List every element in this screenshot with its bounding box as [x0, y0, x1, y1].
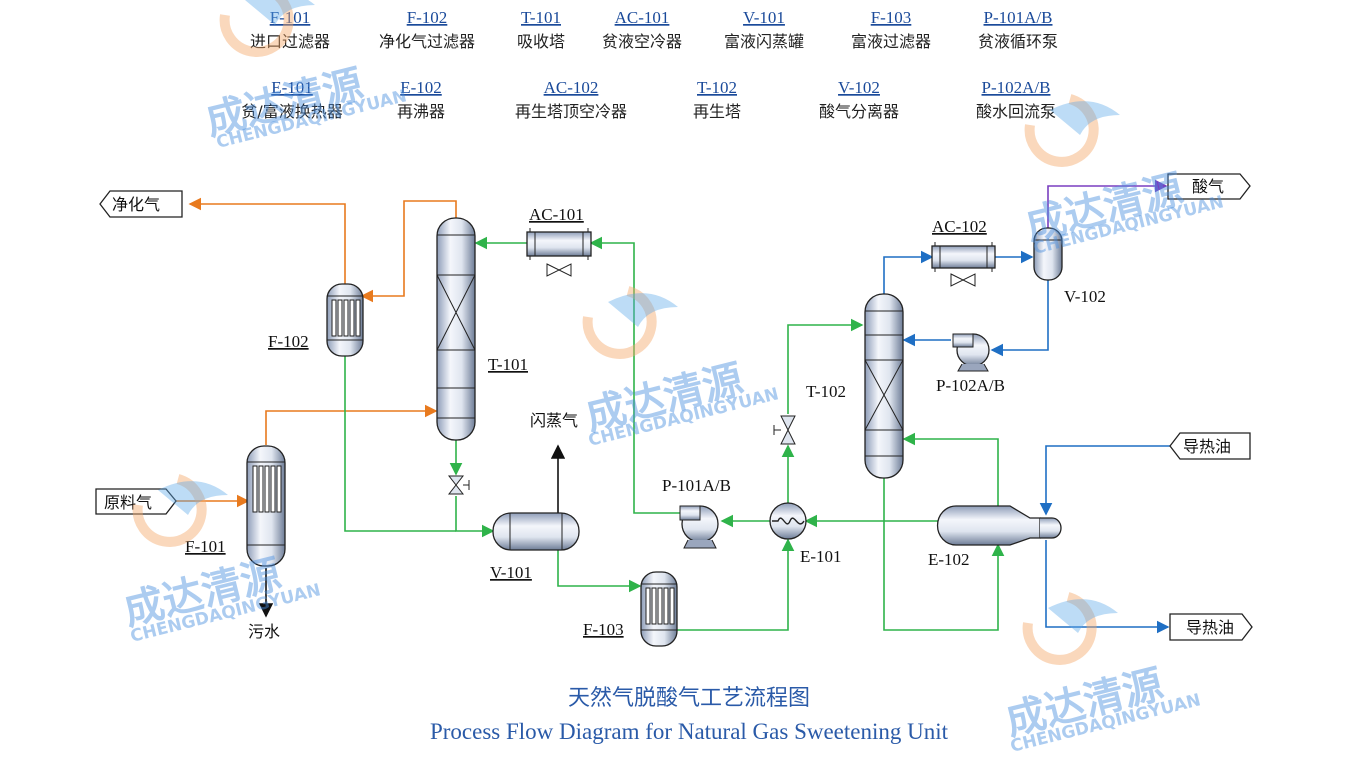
acid-gas-line: [1047, 179, 1168, 228]
f103-filter[interactable]: [640, 571, 678, 647]
v101-label: V-101: [490, 563, 532, 582]
legend-desc: 再生塔: [693, 102, 741, 121]
f102-drain-line: [344, 356, 456, 532]
legend-tag: V-102: [838, 78, 880, 97]
valve-to-v101-line: [455, 496, 495, 538]
t102-regenerator[interactable]: [864, 293, 904, 479]
e102-reboiler[interactable]: [936, 505, 1062, 546]
control-valve-t102[interactable]: [773, 415, 796, 445]
legend-tag: T-102: [697, 78, 737, 97]
heat-oil-in-line: [1039, 445, 1170, 516]
legend-desc: 富液闪蒸罐: [724, 32, 804, 51]
legend-tag: F-101: [270, 8, 311, 27]
p101-to-ac101-line: [589, 236, 680, 514]
t102-label: T-102: [806, 382, 846, 401]
legend-tag: P-101A/B: [984, 8, 1053, 27]
e101-label: E-101: [800, 547, 842, 566]
watermark-logo: [132, 0, 1120, 665]
f101-to-t101-gas-line: [265, 404, 438, 445]
v102-to-p102-line: [990, 278, 1049, 357]
ac101-label: AC-101: [529, 205, 584, 224]
valve-to-t102-line: [787, 318, 864, 414]
t101-absorber[interactable]: [436, 217, 476, 441]
legend-tag: AC-101: [615, 8, 670, 27]
legend-tag: F-102: [407, 8, 448, 27]
legend-tag: F-103: [871, 8, 912, 27]
legend-desc: 贫液循环泵: [978, 32, 1058, 51]
legend-tag: AC-102: [544, 78, 599, 97]
v102-label: V-102: [1064, 287, 1106, 306]
ac101-air-cooler[interactable]: [526, 228, 592, 277]
legend-desc: 进口过滤器: [250, 32, 330, 51]
f103-label: F-103: [583, 620, 624, 639]
title-chinese: 天然气脱酸气工艺流程图: [568, 686, 810, 711]
t102-bottom-to-e102-line: [883, 478, 1005, 631]
legend-desc: 贫/富液换热器: [241, 102, 342, 121]
legend-desc: 再生塔顶空冷器: [515, 102, 627, 121]
t101-label: T-101: [488, 355, 528, 374]
acid-gas-tag: 酸气: [1167, 173, 1251, 200]
f102-label: F-102: [268, 332, 309, 351]
purified-gas-tag: 净化气: [99, 190, 183, 218]
heat-oil-out-tag: 导热油: [1169, 613, 1253, 641]
t101-overhead-gas-line: [360, 200, 457, 303]
ac102-label: AC-102: [932, 217, 987, 236]
equipment-legend-top: F-101 进口过滤器 F-102 净化气过滤器 T-101 吸收塔 AC-10…: [250, 8, 1058, 51]
f101-inlet-filter[interactable]: [246, 445, 286, 567]
legend-desc: 贫液空冷器: [602, 32, 682, 51]
purified-gas-text: 净化气: [112, 195, 160, 214]
flash-gas-text: 闪蒸气: [530, 411, 578, 430]
p102-pump[interactable]: [952, 333, 990, 372]
f101-label: F-101: [185, 537, 226, 556]
p101-label: P-101A/B: [662, 476, 731, 495]
v101-flash-drum[interactable]: [492, 512, 580, 551]
v102-acid-gas-separator[interactable]: [1033, 227, 1063, 281]
e101-heat-exchanger[interactable]: [769, 502, 807, 540]
legend-tag: E-102: [400, 78, 442, 97]
heat-oil-out-text: 导热油: [1186, 618, 1234, 637]
heat-oil-in-tag: 导热油: [1169, 432, 1251, 460]
waste-water-text: 污水: [248, 622, 280, 641]
f103-to-e101-line: [676, 538, 795, 631]
legend-desc: 酸气分离器: [819, 102, 899, 121]
feed-gas-tag: 原料气: [95, 488, 177, 515]
feed-gas-text: 原料气: [104, 493, 152, 512]
legend-desc: 再沸器: [397, 102, 445, 121]
e102-vapor-to-t102-line: [902, 432, 999, 506]
legend-tag: E-101: [271, 78, 313, 97]
legend-tag: T-101: [521, 8, 561, 27]
p102-label: P-102A/B: [936, 376, 1005, 395]
acid-gas-text: 酸气: [1192, 177, 1224, 196]
legend-desc: 富液过滤器: [851, 32, 931, 51]
title-english: Process Flow Diagram for Natural Gas Swe…: [430, 719, 949, 744]
heat-oil-in-text: 导热油: [1183, 437, 1231, 456]
legend-tag: P-102A/B: [982, 78, 1051, 97]
equipment-legend-bottom: E-101 贫/富液换热器 E-102 再沸器 AC-102 再生塔顶空冷器 T…: [241, 78, 1056, 121]
purified-gas-line: [188, 197, 346, 284]
ac102-air-cooler[interactable]: [931, 242, 996, 287]
v101-to-f103-line: [557, 550, 642, 593]
process-lines: [176, 179, 1170, 634]
f102-filter[interactable]: [326, 283, 364, 357]
legend-desc: 酸水回流泵: [976, 102, 1056, 121]
control-valve-t101[interactable]: [447, 475, 470, 495]
p101-pump[interactable]: [679, 505, 719, 549]
heat-oil-out-line: [1045, 540, 1170, 634]
t102-overhead-line: [883, 250, 934, 295]
e102-label: E-102: [928, 550, 970, 569]
legend-desc: 吸收塔: [517, 32, 565, 51]
legend-tag: V-101: [743, 8, 785, 27]
legend-desc: 净化气过滤器: [379, 32, 475, 51]
